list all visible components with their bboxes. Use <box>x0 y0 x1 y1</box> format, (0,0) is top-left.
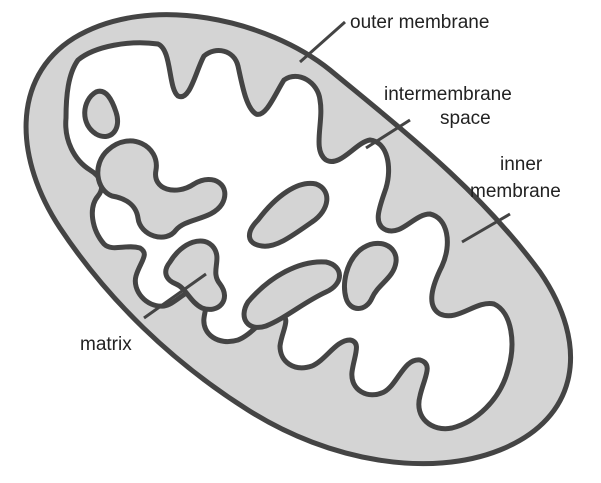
label-outer-membrane: outer membrane <box>350 12 489 33</box>
label-intermembrane: intermembrane <box>384 84 512 105</box>
leader-inner-membrane <box>461 212 511 244</box>
label-inner: inner <box>500 154 543 175</box>
leader-outer-membrane <box>299 20 346 64</box>
crista-center <box>247 180 330 249</box>
crista-upper-left <box>82 88 120 139</box>
label-space: space <box>440 108 491 129</box>
crista-left-wavy <box>95 138 228 240</box>
label-matrix: matrix <box>80 334 132 355</box>
crista-lower-middle <box>241 259 342 330</box>
label-membrane: membrane <box>470 181 561 202</box>
leader-matrix <box>143 272 207 320</box>
leader-intermembrane-space <box>365 118 411 150</box>
crista-right <box>342 240 399 311</box>
crista-lower-left <box>163 238 227 312</box>
